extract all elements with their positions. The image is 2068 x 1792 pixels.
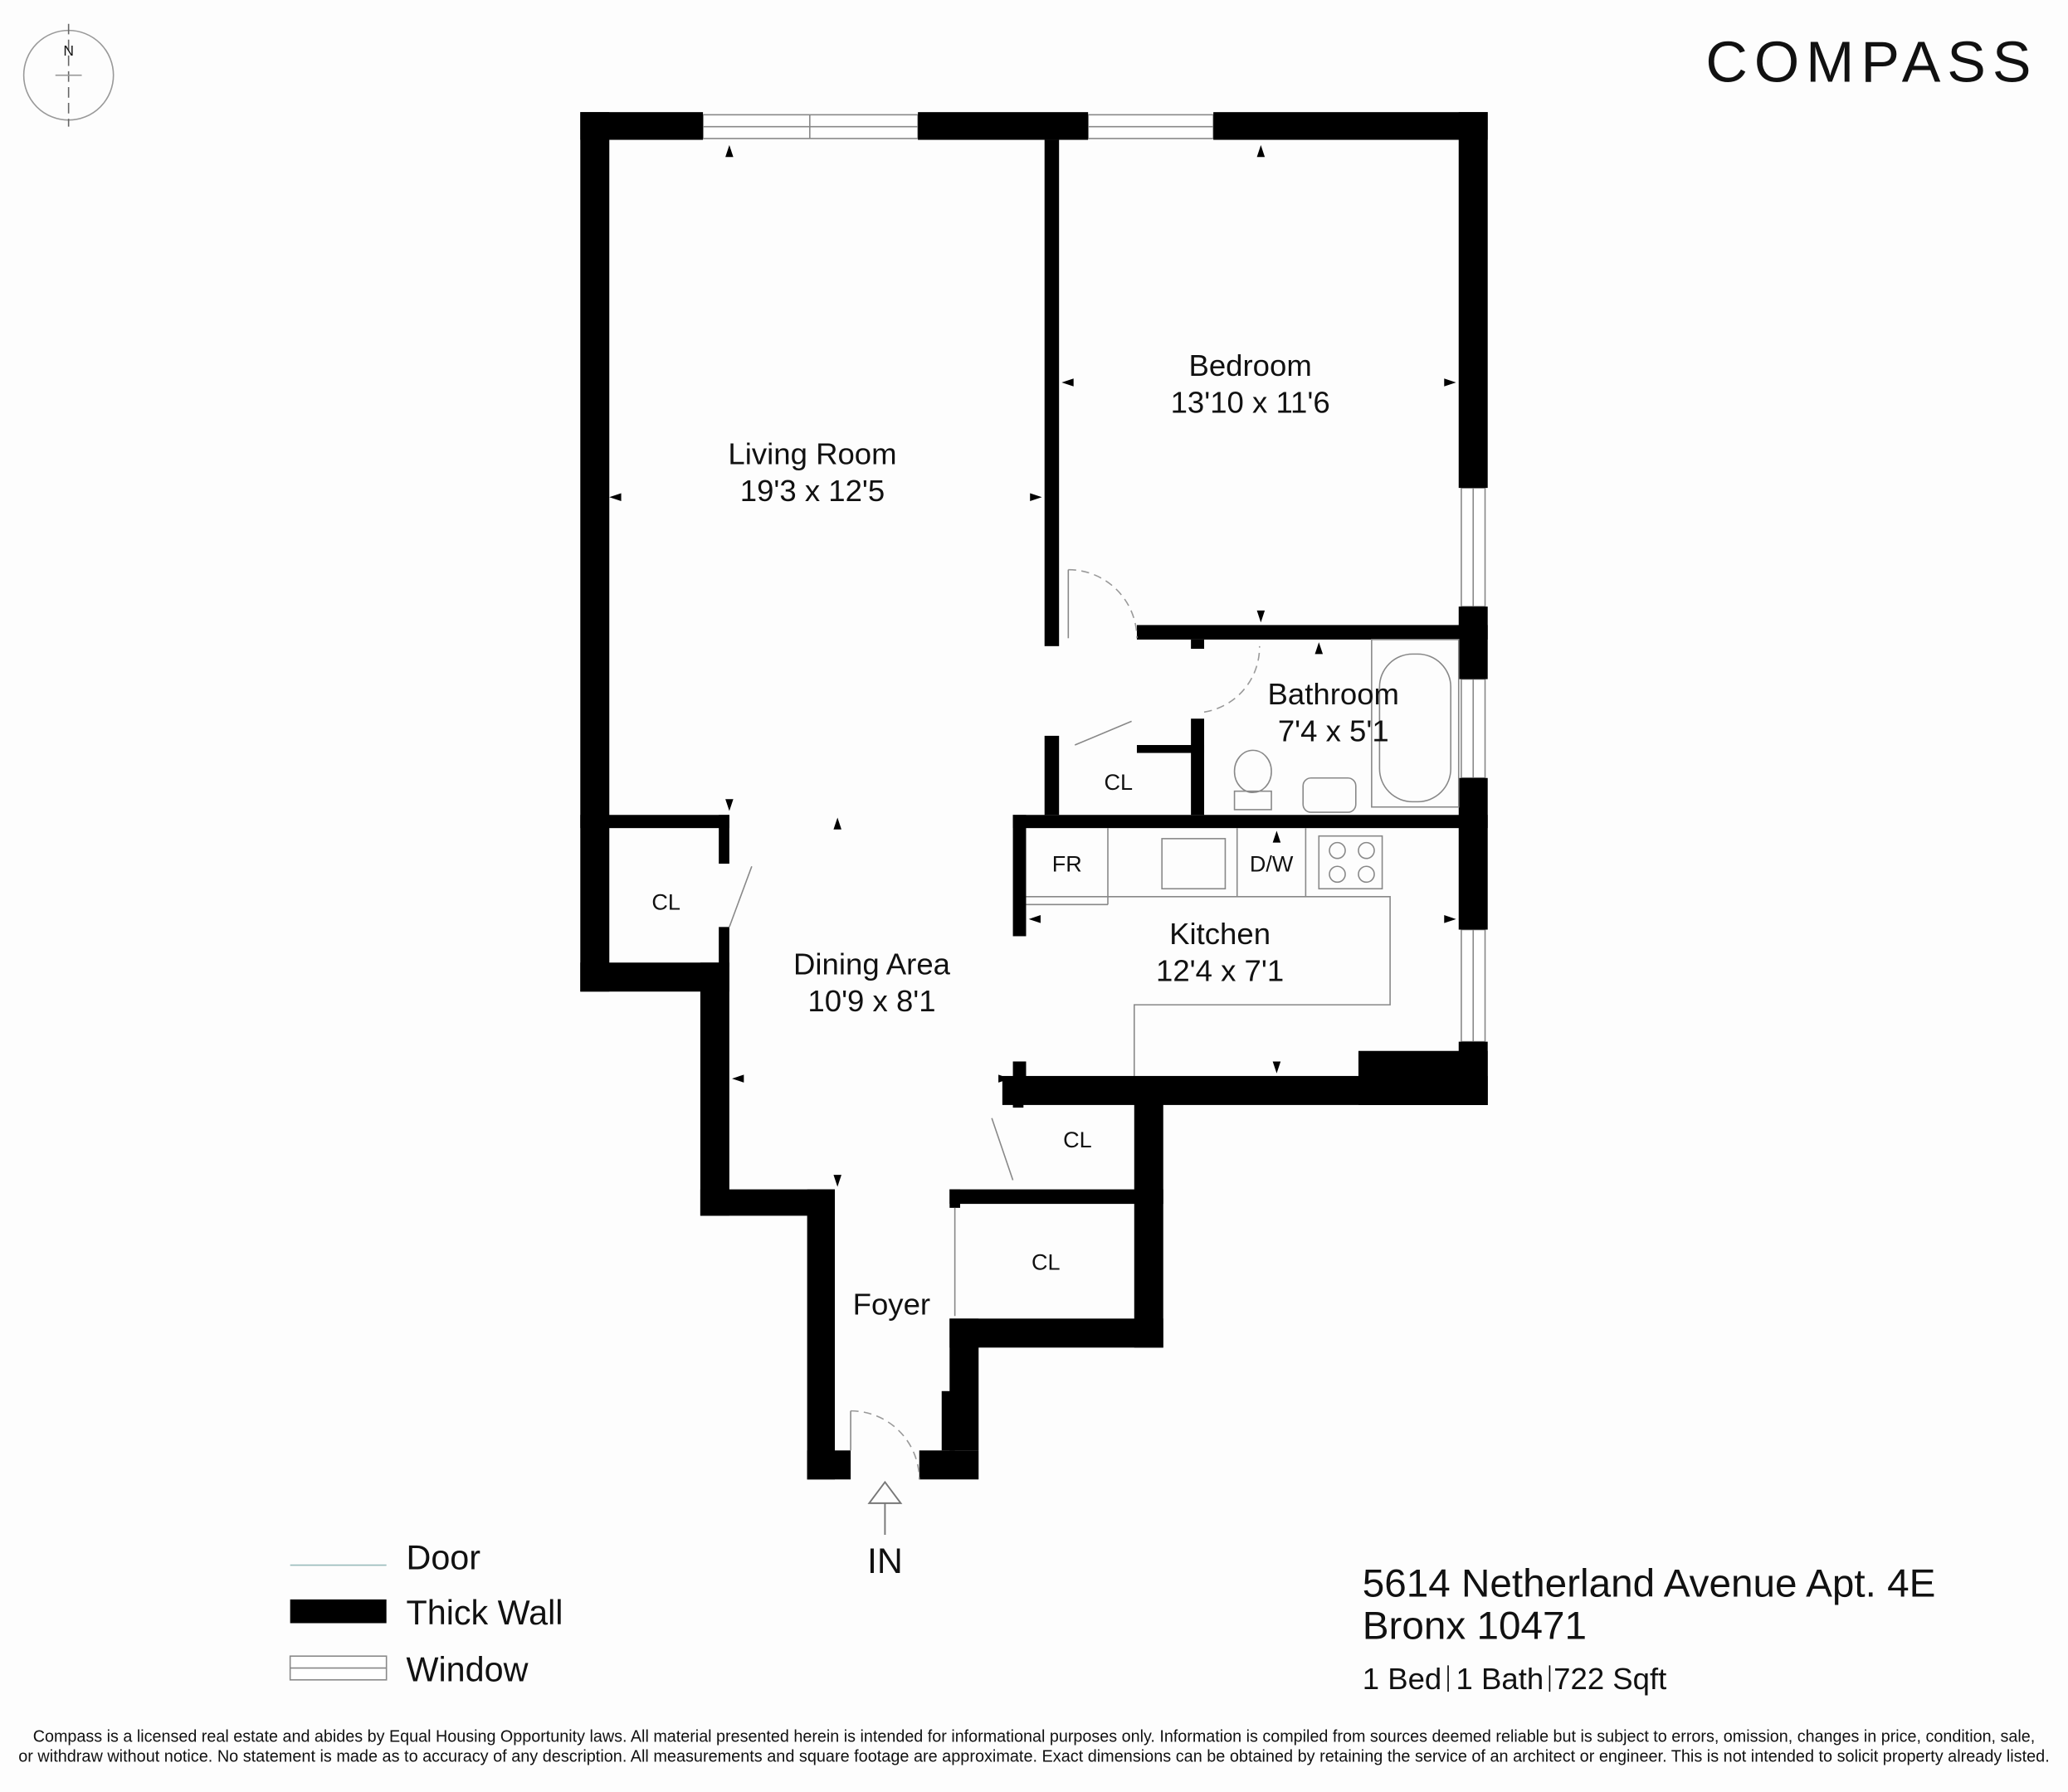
legend-door: Door <box>407 1538 481 1576</box>
toilet-icon <box>1233 749 1272 794</box>
closet-label: CL <box>651 890 680 915</box>
bathroom-name: Bathroom <box>1268 677 1399 711</box>
walls <box>580 112 1488 1480</box>
living-room-size: 19'3 x 12'5 <box>740 474 885 508</box>
fridge-label: FR <box>1052 852 1082 877</box>
legend-window: Window <box>407 1650 529 1688</box>
kitchen-fixtures <box>1026 828 1391 1076</box>
dining-area-name: Dining Area <box>793 947 951 981</box>
legend-thick-wall: Thick Wall <box>407 1594 563 1632</box>
foyer-name: Foyer <box>853 1288 930 1322</box>
bedroom-size: 13'10 x 11'6 <box>1171 386 1330 420</box>
living-room-name: Living Room <box>728 437 896 471</box>
address-line1: 5614 Netherland Avenue Apt. 4E <box>1363 1562 1936 1606</box>
entrance-arrow-icon <box>867 1480 903 1536</box>
closet-label: CL <box>1063 1127 1092 1152</box>
stove-icon <box>1318 835 1383 890</box>
bathtub-icon <box>1371 639 1460 808</box>
legend: Door Thick Wall Window <box>289 1538 563 1688</box>
bathroom-size: 7'4 x 5'1 <box>1278 713 1389 747</box>
dining-area-size: 10'9 x 8'1 <box>807 984 935 1018</box>
bedroom-name: Bedroom <box>1188 348 1311 382</box>
entrance-label: IN <box>867 1541 903 1581</box>
bathroom-fixtures <box>1233 639 1460 813</box>
door-swings <box>729 568 1261 1480</box>
compass-logo: COMPASS <box>1705 30 2037 95</box>
closet-label: CL <box>1032 1250 1061 1275</box>
sqft: 722 Sqft <box>1553 1662 1666 1696</box>
baths: 1 Bath <box>1456 1662 1544 1696</box>
disclaimer-line1: Compass is a licensed real estate and ab… <box>33 1728 2036 1746</box>
compass-rose-icon: N <box>22 23 115 127</box>
sink-icon <box>1161 838 1227 890</box>
beds: 1 Bed <box>1363 1662 1442 1696</box>
dimension-arrows <box>609 144 1456 1187</box>
address-line2: Bronx 10471 <box>1363 1605 1587 1648</box>
thick-wall-legend-icon <box>290 1599 387 1624</box>
sink-icon <box>1302 777 1357 813</box>
closet-label: CL <box>1104 770 1133 795</box>
dishwasher-label: D/W <box>1250 852 1294 877</box>
kitchen-size: 12'4 x 7'1 <box>1156 954 1284 988</box>
kitchen-name: Kitchen <box>1169 917 1271 951</box>
compass-north-label: N <box>63 42 74 59</box>
disclaimer-line2: or withdraw without notice. No statement… <box>18 1747 2049 1765</box>
windows <box>702 114 1486 1043</box>
